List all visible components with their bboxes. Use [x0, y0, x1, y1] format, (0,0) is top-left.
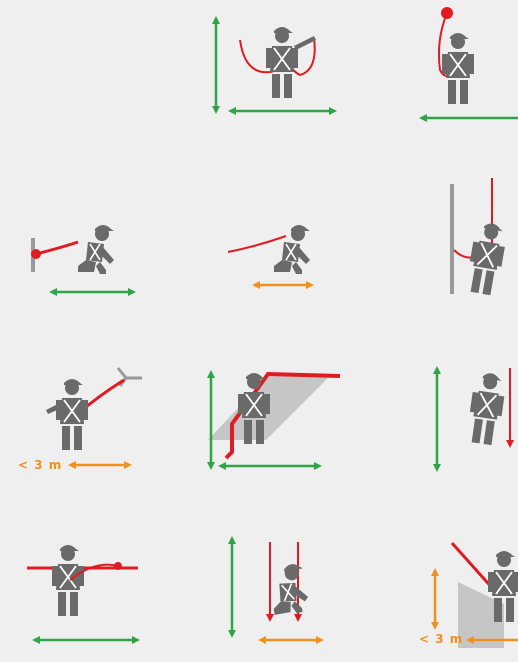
- worker-figure-icon: [274, 225, 310, 274]
- worker-figure-icon: [52, 545, 84, 616]
- distance-label: < 3 m: [419, 632, 463, 646]
- scene-r2c3: [450, 178, 509, 296]
- lanyard-icon: [36, 242, 78, 254]
- worker-figure-icon: [267, 562, 311, 617]
- distance-label: < 3 m: [18, 458, 62, 472]
- worker-figure-icon: [266, 27, 298, 98]
- scene-r3c2: [208, 373, 340, 466]
- pole-icon: [450, 184, 454, 294]
- scene-r4c2: [232, 540, 320, 640]
- worker-figure-icon: [466, 371, 508, 446]
- scene-r2c2: [228, 225, 310, 285]
- worker-figure-icon: [78, 225, 114, 274]
- scene-r3c3: [437, 368, 510, 468]
- worker-figure-icon: [465, 221, 509, 296]
- worker-figure-icon: [442, 33, 474, 104]
- lanyard-icon: [228, 236, 286, 252]
- scene-r1c2: [216, 20, 333, 111]
- scene-r4c3: < 3 m: [419, 543, 518, 648]
- scene-r3c1: < 3 m: [18, 368, 142, 472]
- scene-r1c3: [423, 7, 518, 118]
- worker-figure-icon: [56, 379, 88, 450]
- scene-r4c1: [27, 545, 138, 640]
- scene-r2c1: [31, 225, 132, 292]
- anchor-point-icon: [118, 368, 142, 386]
